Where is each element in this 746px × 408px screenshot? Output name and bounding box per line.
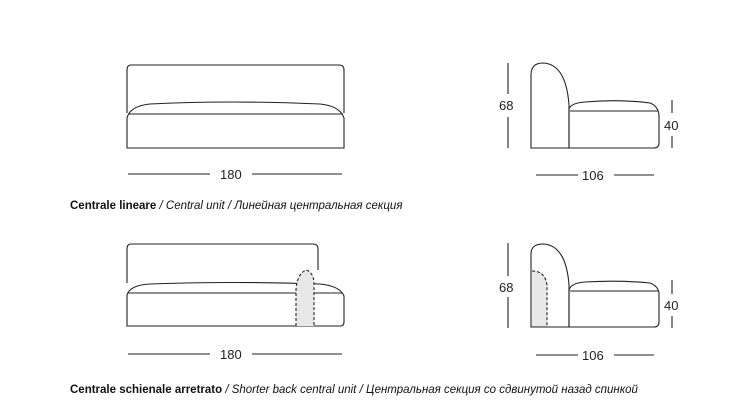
unit2-depth-label: 106 [582, 348, 604, 363]
unit1-width-label: 180 [220, 167, 242, 182]
separator: / [224, 200, 235, 212]
unit1-front-view: 180 [126, 64, 345, 182]
caption-russian: Линейная центральная секция [234, 200, 403, 212]
caption-italian: Centrale lineare [70, 200, 157, 212]
caption-italian: Centrale schienale arretrato [70, 384, 223, 396]
unit1-caption: Centrale lineare / Central unit / Линейн… [70, 200, 402, 212]
unit2-width-label: 180 [220, 347, 242, 362]
separator: / [156, 200, 166, 212]
unit2-height-label: 68 [499, 280, 513, 295]
unit1-seat-height-label: 40 [664, 118, 678, 133]
unit2-seat-height-label: 40 [664, 298, 678, 313]
unit2-caption: Centrale schienale arretrato / Shorter b… [70, 384, 638, 396]
unit2-front-view: 180 [126, 243, 345, 362]
unit1-side-view: 68 40 106 [499, 62, 678, 183]
separator: / [356, 384, 366, 396]
caption-english: Shorter back central unit [231, 384, 357, 396]
unit2-side-view: 68 40 106 [499, 243, 678, 363]
separator: / [222, 384, 232, 396]
unit1-height-label: 68 [499, 98, 513, 113]
unit1-depth-label: 106 [582, 168, 604, 183]
caption-english: Central unit [165, 200, 225, 212]
caption-russian: Центральная секция со сдвинутой назад сп… [365, 384, 638, 396]
